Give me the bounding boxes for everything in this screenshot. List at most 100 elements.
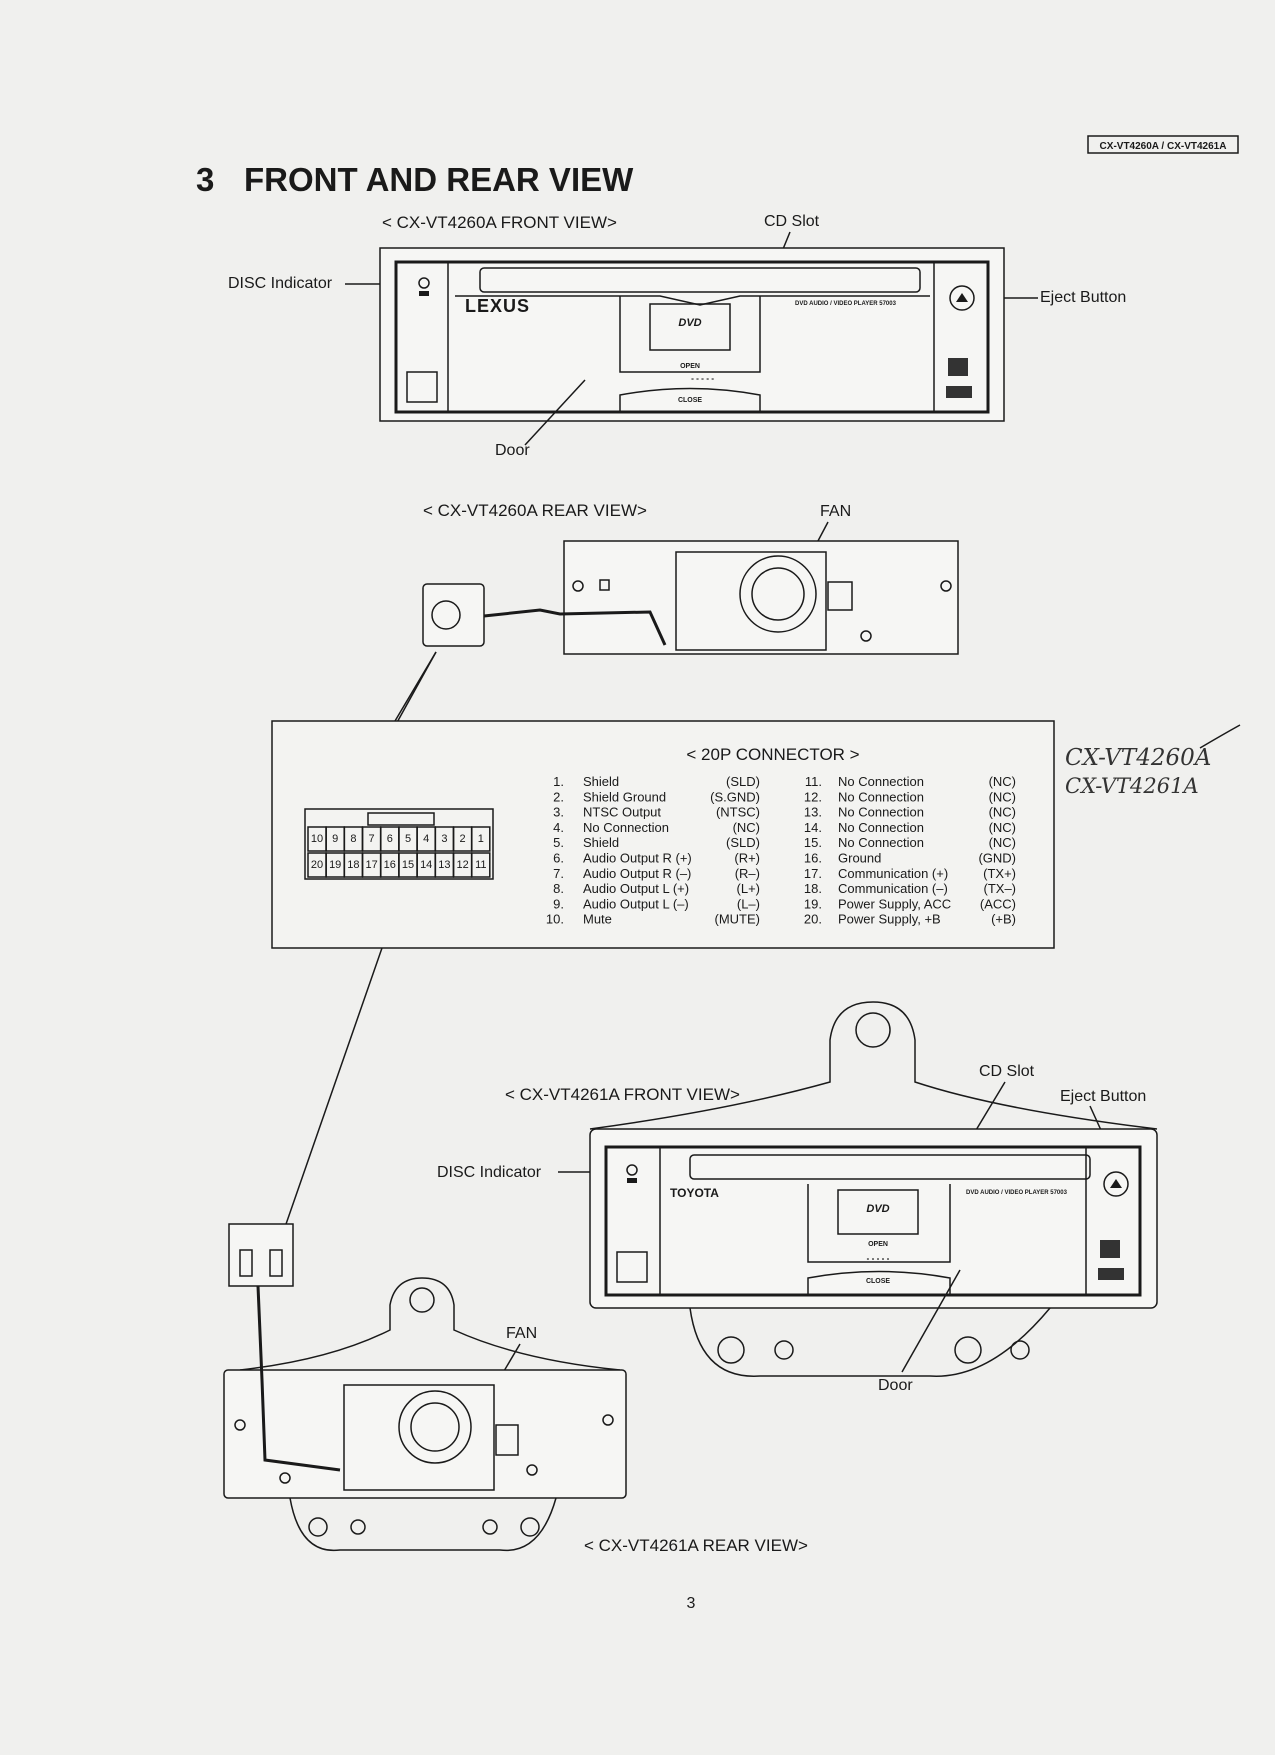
pin-number: 1 xyxy=(478,833,484,845)
pin-name: NTSC Output xyxy=(583,805,661,820)
pin-code: (TX+) xyxy=(983,866,1016,881)
pin-index: 18. xyxy=(804,881,822,896)
pin-row: 3. NTSC Output (NTSC) xyxy=(553,805,760,820)
pin-index: 5. xyxy=(553,835,564,850)
pin-code: (SLD) xyxy=(726,774,760,789)
vt4260a-front-view-title: < CX-VT4260A FRONT VIEW> xyxy=(382,213,617,232)
door-label-2: Door xyxy=(878,1377,913,1394)
pin-code: (NC) xyxy=(989,774,1016,789)
player-label: DVD AUDIO / VIDEO PLAYER 57003 xyxy=(795,301,897,307)
fan-icon-2 xyxy=(398,1390,472,1464)
pin-row: 19.Power Supply, ACC(ACC) xyxy=(804,896,1016,911)
pin-code: (NC) xyxy=(989,820,1016,835)
connector-title: < 20P CONNECTOR > xyxy=(686,745,859,764)
pin-row: 18.Communication (–)(TX–) xyxy=(804,881,1016,896)
pin-name: Audio Output R (–) xyxy=(583,866,691,881)
pin-name: No Connection xyxy=(838,789,924,804)
pin-number: 17 xyxy=(365,859,377,871)
eject-button-label-2: Eject Button xyxy=(1060,1088,1146,1105)
fan-icon xyxy=(739,555,817,633)
section-number: 3 xyxy=(196,161,214,198)
pin-index: 17. xyxy=(804,866,822,881)
pin-name: Power Supply, +B xyxy=(838,912,941,927)
pin-index: 3. xyxy=(553,805,564,820)
pin-name: Power Supply, ACC xyxy=(838,896,951,911)
pin-row: 6.Audio Output R (+)(R+) xyxy=(553,851,760,866)
pin-index: 11. xyxy=(805,774,822,789)
pin-number: 12 xyxy=(456,859,468,871)
pin-name: Audio Output L (+) xyxy=(583,881,689,896)
pin-row: 10.Mute(MUTE) xyxy=(546,912,760,927)
pin-index: 14. xyxy=(804,820,822,835)
pin-name: No Connection xyxy=(838,820,924,835)
pin-row: 14. No Connection (NC) xyxy=(804,820,1016,835)
pin-number: 11 xyxy=(475,859,486,871)
dts-logo xyxy=(406,371,438,403)
pin-number: 3 xyxy=(441,833,447,845)
fan-label-2: FAN xyxy=(506,1325,537,1342)
vt4260a-front-unit: LEXUS DVD AUDIO / VIDEO PLAYER 57003 DVD… xyxy=(379,247,1005,446)
model-badge: CX-VT4260A / CX-VT4261A xyxy=(1087,135,1239,154)
pin-code: (NTSC) xyxy=(716,805,760,820)
pin-number: 10 xyxy=(311,833,323,845)
pin-code: (MUTE) xyxy=(715,912,761,927)
pin-code: (TX–) xyxy=(984,881,1017,896)
pin-number: 9 xyxy=(332,833,338,845)
pin-row: 15.No Connection(NC) xyxy=(804,835,1016,850)
pin-number: 14 xyxy=(420,859,432,871)
disc-indicator-icon-2 xyxy=(626,1164,638,1176)
pin-row: 8.Audio Output L (+)(L+) xyxy=(553,881,760,896)
handwritten-note-1: CX-VT4260A xyxy=(1065,745,1211,771)
pin-name: No Connection xyxy=(583,820,669,835)
svg-text:⚬⚬⚬⚬⚬: ⚬⚬⚬⚬⚬ xyxy=(690,377,715,383)
svg-text:DVD: DVD xyxy=(678,317,701,329)
pin-row: 2.Shield Ground(S.GND) xyxy=(553,789,760,804)
handwritten-note-2: CX-VT4261A xyxy=(1065,774,1199,798)
pin-cell xyxy=(471,852,491,878)
pin-name: No Connection xyxy=(838,774,924,789)
disc-indicator-icon xyxy=(418,277,430,289)
close-label-2: CLOSE xyxy=(866,1278,890,1285)
pin-name: No Connection xyxy=(838,805,924,820)
pin-code: (R+) xyxy=(734,851,760,866)
pin-number: 8 xyxy=(350,833,356,845)
pin-row: 16.Ground(GND) xyxy=(804,851,1016,866)
pin-row: 5.Shield(SLD) xyxy=(553,835,760,850)
lexus-logo: LEXUS xyxy=(465,296,530,316)
door-label: Door xyxy=(495,442,530,459)
pin-row: 12. No Connection (NC) xyxy=(804,789,1016,804)
fan-label: FAN xyxy=(820,503,851,520)
pin-row: 1.Shield(SLD) xyxy=(553,774,760,789)
pin-code: (NC) xyxy=(989,789,1016,804)
pin-row: 7.Audio Output R (–)(R–) xyxy=(553,866,760,881)
page-title: FRONT AND REAR VIEW xyxy=(244,161,634,198)
pin-name: Audio Output L (–) xyxy=(583,896,689,911)
pin-index: 7. xyxy=(553,866,564,881)
pin-code: (S.GND) xyxy=(710,789,760,804)
pin-name: Communication (+) xyxy=(838,866,948,881)
disc-indicator-label-2: DISC Indicator xyxy=(437,1164,542,1181)
svg-text:⚬⚬⚬⚬⚬: ⚬⚬⚬⚬⚬ xyxy=(865,1257,890,1263)
pin-row: 9. Audio Output L (–) (L–) xyxy=(553,896,760,911)
pin-name: Mute xyxy=(583,912,612,927)
pin-index: 9. xyxy=(553,896,564,911)
connector-plug xyxy=(422,583,485,647)
pin-name: Audio Output R (+) xyxy=(583,851,692,866)
pin-index: 13. xyxy=(804,805,822,820)
vt4260a-rear-view-title: < CX-VT4260A REAR VIEW> xyxy=(423,501,647,520)
vt4261a-front-view-title: < CX-VT4261A FRONT VIEW> xyxy=(505,1085,740,1104)
pin-number: 16 xyxy=(384,859,396,871)
pin-code: (L–) xyxy=(737,896,760,911)
pin-index: 12. xyxy=(804,789,822,804)
eject-icon xyxy=(949,285,975,311)
pin-number: 6 xyxy=(387,833,393,845)
vt4261a-rear-view-title: < CX-VT4261A REAR VIEW> xyxy=(584,1536,808,1555)
pin-number: 2 xyxy=(460,833,466,845)
pin-index: 4. xyxy=(553,820,564,835)
pin-row: 4.No Connection(NC) xyxy=(553,820,760,835)
pin-number: 13 xyxy=(438,859,450,871)
pin-index: 1. xyxy=(553,774,564,789)
